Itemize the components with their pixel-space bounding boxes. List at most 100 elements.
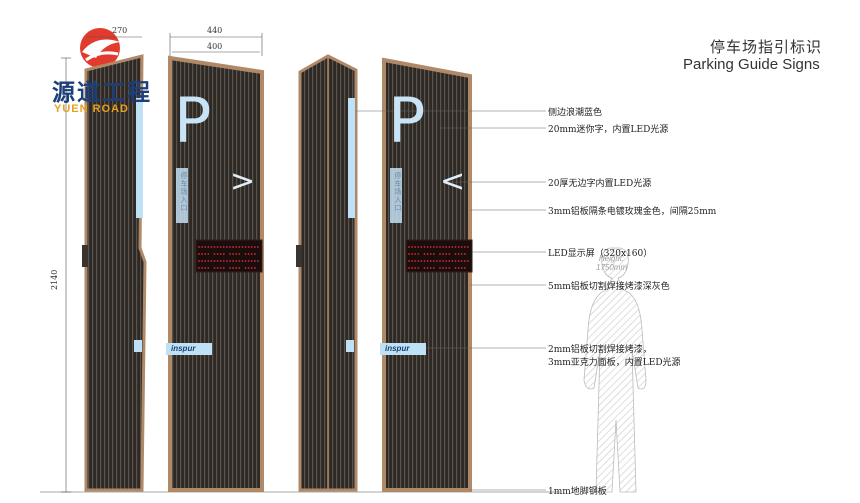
sign-front-view-1 (166, 55, 264, 492)
led-dot (426, 267, 429, 269)
led-dot (241, 246, 244, 248)
led-dot (414, 246, 417, 248)
vertical-sign-text-2: 停车场入口 (394, 172, 401, 212)
led-dot (445, 253, 448, 255)
led-dot (420, 260, 423, 262)
led-dot (411, 260, 413, 262)
led-dot (244, 267, 247, 269)
led-dot (229, 253, 231, 255)
led-dot (426, 260, 429, 262)
led-dot (219, 267, 222, 269)
led-dot (442, 260, 444, 262)
led-dot (460, 253, 463, 255)
dimension-440: 440 (207, 26, 223, 35)
led-dot (423, 267, 426, 269)
arrow-left-icon: < (440, 164, 466, 199)
led-dot (457, 253, 460, 255)
led-dot (454, 253, 457, 255)
led-dot (414, 260, 417, 262)
led-dot (253, 253, 256, 255)
brand-label-2: inspur (385, 344, 410, 353)
led-dot (432, 246, 435, 248)
led-dot (198, 260, 200, 262)
led-dot (423, 260, 426, 262)
led-dot (454, 260, 457, 262)
led-dot (414, 267, 417, 269)
led-dot (408, 267, 410, 269)
sign-side-view-2 (296, 54, 358, 492)
led-dot (229, 260, 231, 262)
led-dot (226, 246, 228, 248)
led-dot (257, 246, 259, 248)
led-dot (457, 246, 460, 248)
led-dot (439, 246, 441, 248)
led-dot (222, 246, 225, 248)
led-dot (460, 246, 463, 248)
led-dot (408, 253, 410, 255)
sign-front-view-2 (380, 57, 473, 492)
height-label: Height: (598, 254, 625, 263)
logo-name-cn: 源道工程 (52, 80, 152, 106)
led-dot (213, 260, 216, 262)
led-dot (451, 246, 454, 248)
led-dot (439, 253, 441, 255)
led-dot (448, 246, 451, 248)
led-dot (445, 260, 448, 262)
led-dot (432, 253, 435, 255)
led-dot (448, 260, 451, 262)
led-dot (232, 267, 235, 269)
page-title-cn: 停车场指引标识 (710, 39, 823, 56)
led-dot (411, 246, 413, 248)
led-dot (219, 260, 222, 262)
led-dot (445, 246, 448, 248)
led-dot (247, 253, 250, 255)
led-dot (439, 267, 441, 269)
led-dot (454, 246, 457, 248)
vertical-sign-text-1: 停车场入口 (180, 172, 187, 212)
led-dot (198, 253, 200, 255)
led-dot (210, 246, 213, 248)
led-dot (198, 267, 200, 269)
led-dot (253, 267, 256, 269)
led-dot (226, 260, 228, 262)
led-dot (408, 246, 410, 248)
led-dot (213, 267, 216, 269)
logo-name-en: YUEN ROAD (54, 103, 130, 115)
led-dot (442, 253, 444, 255)
height-value: 1750mm (596, 263, 628, 272)
led-dot (244, 253, 247, 255)
human-silhouette (583, 247, 647, 493)
led-dot (235, 260, 238, 262)
annotation-slat-spec: 3mm铝板隔条电镀玫瑰金色，间隔25mm (548, 207, 717, 217)
led-dot (439, 260, 441, 262)
led-dot (216, 246, 219, 248)
led-dot (235, 253, 238, 255)
led-dot (417, 246, 420, 248)
parking-p-letter: P (174, 84, 212, 157)
arrow-right-icon: > (230, 164, 256, 199)
led-dot (420, 246, 423, 248)
led-dot (229, 267, 231, 269)
led-dot (442, 246, 444, 248)
led-dot (467, 260, 469, 262)
led-dot (426, 253, 429, 255)
led-dot (204, 253, 207, 255)
led-dot (436, 246, 438, 248)
led-dot (250, 253, 253, 255)
led-dot (417, 253, 420, 255)
annotation-5mm-panel: 5mm铝板切割焊接烤漆深灰色 (548, 282, 670, 292)
led-dot (216, 267, 219, 269)
led-dot (229, 246, 231, 248)
led-dot (448, 267, 451, 269)
dimension-2140: 2140 (50, 269, 59, 290)
led-dot (457, 267, 460, 269)
led-dot (463, 246, 466, 248)
sign-side-view-1 (82, 54, 147, 492)
led-dot (219, 246, 222, 248)
led-dot (463, 260, 466, 262)
led-dot (253, 260, 256, 262)
led-dot (411, 267, 413, 269)
led-dot (457, 260, 460, 262)
led-dot (436, 260, 438, 262)
led-dot (417, 267, 420, 269)
